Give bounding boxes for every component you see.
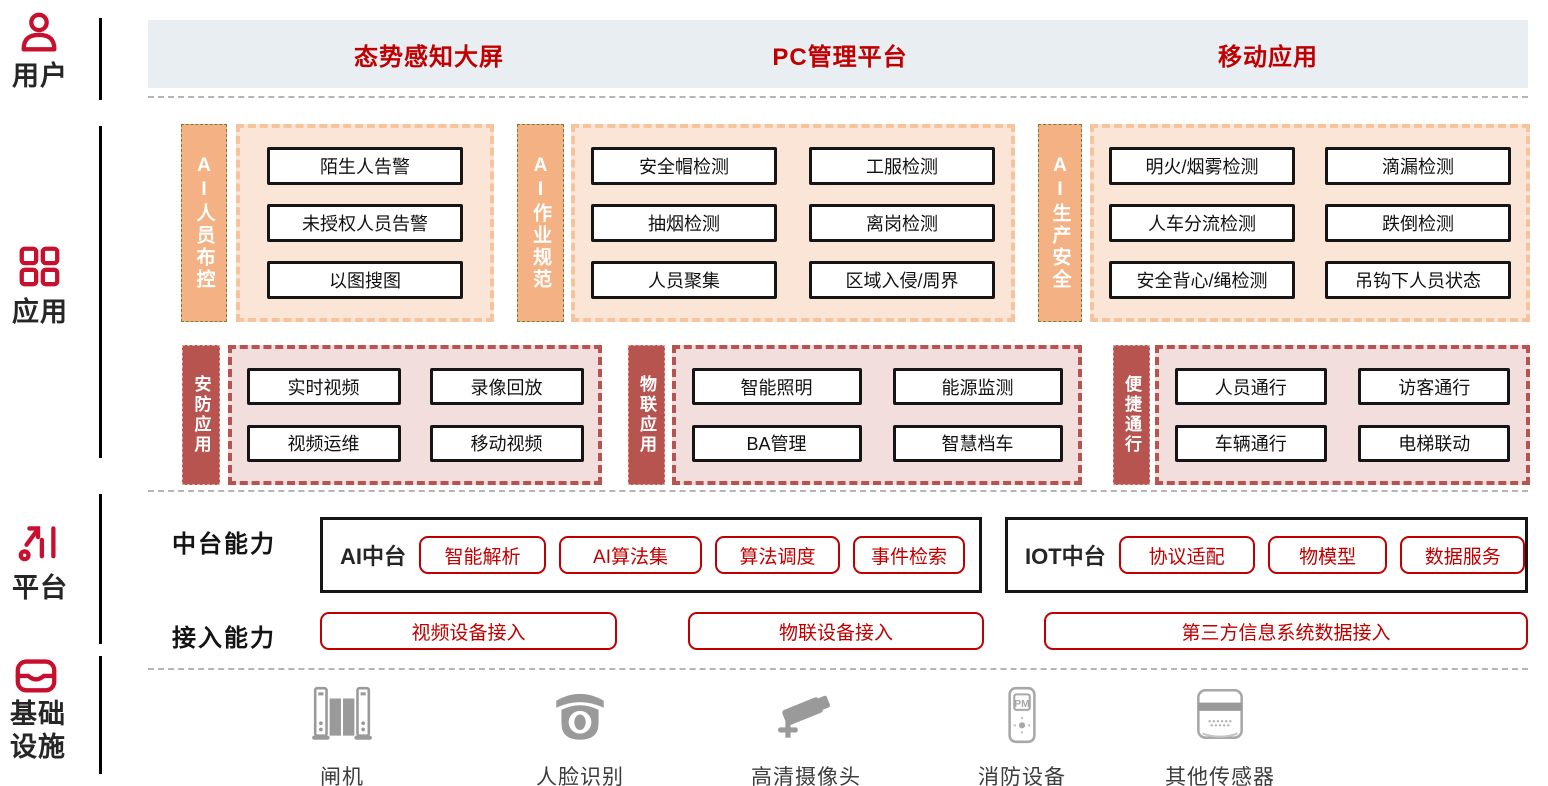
capability-item: 智能照明 (691, 368, 862, 406)
middle-capability-label: 中台能力 (172, 531, 276, 558)
infrastructure-box-icon (13, 652, 59, 698)
ai-group-personnel-control: AI人员布控 陌生人告警 未授权人员告警 以图搜图 (181, 124, 494, 322)
group-strip-label: 物联应用 (628, 345, 665, 485)
capability-item: 抽烟检测 (591, 204, 777, 242)
layer-divider (99, 18, 102, 100)
fire-device-icon: PM (989, 682, 1055, 753)
device-hd-camera: 高清摄像头 (721, 682, 891, 786)
device-label: 高清摄像头 (751, 766, 861, 786)
capability-item: 陌生人告警 (267, 147, 463, 185)
access-pill: 物联设备接入 (688, 612, 984, 650)
capability-item: 吊钩下人员状态 (1325, 261, 1511, 299)
section-separator (148, 490, 1528, 492)
capability-item: 工服检测 (809, 147, 995, 185)
group-strip-label: AI作业规范 (517, 124, 564, 322)
capability-pill: 数据服务 (1400, 536, 1526, 574)
layer-divider (99, 494, 102, 644)
capability-item: 车辆通行 (1174, 424, 1327, 462)
turnstile-icon (309, 682, 375, 753)
capability-item: 离岗检测 (809, 204, 995, 242)
capability-pill: 协议适配 (1118, 536, 1255, 574)
access-pill: 第三方信息系统数据接入 (1044, 612, 1528, 650)
cctv-camera-icon (773, 682, 839, 753)
terminal-situational-screen: 态势感知大屏 (354, 43, 504, 71)
capability-item: 智慧档车 (892, 424, 1063, 462)
capability-item: 区域入侵/周界 (809, 261, 995, 299)
iot-middle-platform-label: IOT中台 (1025, 544, 1106, 569)
group-items-box: 实时视频 录像回放 视频运维 移动视频 (228, 345, 602, 485)
capability-item: 未授权人员告警 (267, 204, 463, 242)
capability-pill: 事件检索 (853, 536, 966, 574)
user-icon (16, 10, 62, 56)
capability-item: 能源监测 (892, 368, 1063, 406)
group-strip-label: 安防应用 (182, 345, 220, 485)
capability-pill: 物模型 (1267, 536, 1388, 574)
capability-item: 明火/烟雾检测 (1109, 147, 1295, 185)
ai-group-work-rules: AI作业规范 安全帽检测 工服检测 抽烟检测 离岗检测 人员聚集 区域入侵/周界 (517, 124, 1015, 322)
group-items-box: 陌生人告警 未授权人员告警 以图搜图 (236, 124, 494, 322)
group-items-box: 智能照明 能源监测 BA管理 智慧档车 (672, 345, 1082, 485)
capability-pill: AI算法集 (559, 536, 703, 574)
layer-divider (99, 126, 102, 458)
capability-item: 移动视频 (429, 424, 584, 462)
layer-divider (99, 656, 102, 774)
capability-item: 电梯联动 (1358, 424, 1511, 462)
svg-text:PM: PM (1014, 699, 1029, 710)
capability-item: 跌倒检测 (1325, 204, 1511, 242)
group-strip-label: AI人员布控 (181, 124, 227, 322)
capability-item: 访客通行 (1358, 368, 1511, 406)
user-terminals-banner: 态势感知大屏 PC管理平台 移动应用 (148, 20, 1528, 88)
layer-label-infrastructure: 基础设施 (10, 699, 66, 762)
group-strip-label: 便捷通行 (1113, 345, 1150, 485)
capability-item: 录像回放 (429, 368, 584, 406)
device-label: 闸机 (320, 766, 364, 786)
ai-middle-platform-label: AI中台 (340, 544, 407, 569)
app-group-iot: 物联应用 智能照明 能源监测 BA管理 智慧档车 (628, 345, 1082, 485)
group-strip-label: AI生产安全 (1038, 124, 1082, 322)
layer-label-users: 用户 (12, 61, 68, 91)
device-face-recognition: 人脸识别 (495, 682, 665, 786)
capability-item: 安全背心/绳检测 (1109, 261, 1295, 299)
group-items-box: 安全帽检测 工服检测 抽烟检测 离岗检测 人员聚集 区域入侵/周界 (571, 124, 1015, 322)
device-label: 其他传感器 (1165, 766, 1275, 786)
capability-item: 安全帽检测 (591, 147, 777, 185)
capability-item: 视频运维 (246, 424, 401, 462)
ai-middle-platform-box: AI中台 智能解析 AI算法集 算法调度 事件检索 (320, 517, 982, 593)
capability-item: 人员聚集 (591, 261, 777, 299)
section-separator (148, 96, 1528, 98)
capability-item: 人员通行 (1174, 368, 1327, 406)
device-label: 人脸识别 (536, 766, 624, 786)
device-fire-protection: PM 消防设备 (937, 682, 1107, 786)
device-other-sensors: 其他传感器 (1135, 682, 1305, 786)
layer-label-applications: 应用 (12, 297, 68, 327)
layer-label-platform: 平台 (12, 573, 68, 603)
dome-camera-icon (547, 682, 613, 753)
capability-pill: 智能解析 (419, 536, 547, 574)
capability-item: 以图搜图 (267, 261, 463, 299)
terminal-pc-platform: PC管理平台 (772, 43, 908, 71)
capability-pill: 算法调度 (715, 536, 841, 574)
sensor-icon (1187, 682, 1253, 753)
capability-item: 滴漏检测 (1325, 147, 1511, 185)
iot-middle-platform-box: IOT中台 协议适配 物模型 数据服务 (1005, 517, 1528, 593)
access-capability-label: 接入能力 (172, 625, 276, 652)
ai-group-production-safety: AI生产安全 明火/烟雾检测 滴漏检测 人车分流检测 跌倒检测 安全背心/绳检测… (1038, 124, 1530, 322)
platform-chart-icon (16, 516, 62, 562)
app-group-security: 安防应用 实时视频 录像回放 视频运维 移动视频 (182, 345, 602, 485)
capability-item: 人车分流检测 (1109, 204, 1295, 242)
device-gate: 闸机 (257, 682, 427, 786)
capability-item: BA管理 (691, 424, 862, 462)
app-group-convenient-access: 便捷通行 人员通行 访客通行 车辆通行 电梯联动 (1113, 345, 1530, 485)
device-label: 消防设备 (978, 766, 1066, 786)
apps-grid-icon (16, 243, 62, 289)
group-items-box: 明火/烟雾检测 滴漏检测 人车分流检测 跌倒检测 安全背心/绳检测 吊钩下人员状… (1090, 124, 1530, 322)
section-separator (148, 668, 1528, 670)
access-pill: 视频设备接入 (320, 612, 617, 650)
terminal-mobile-app: 移动应用 (1218, 43, 1318, 71)
capability-item: 实时视频 (246, 368, 401, 406)
group-items-box: 人员通行 访客通行 车辆通行 电梯联动 (1155, 345, 1530, 485)
